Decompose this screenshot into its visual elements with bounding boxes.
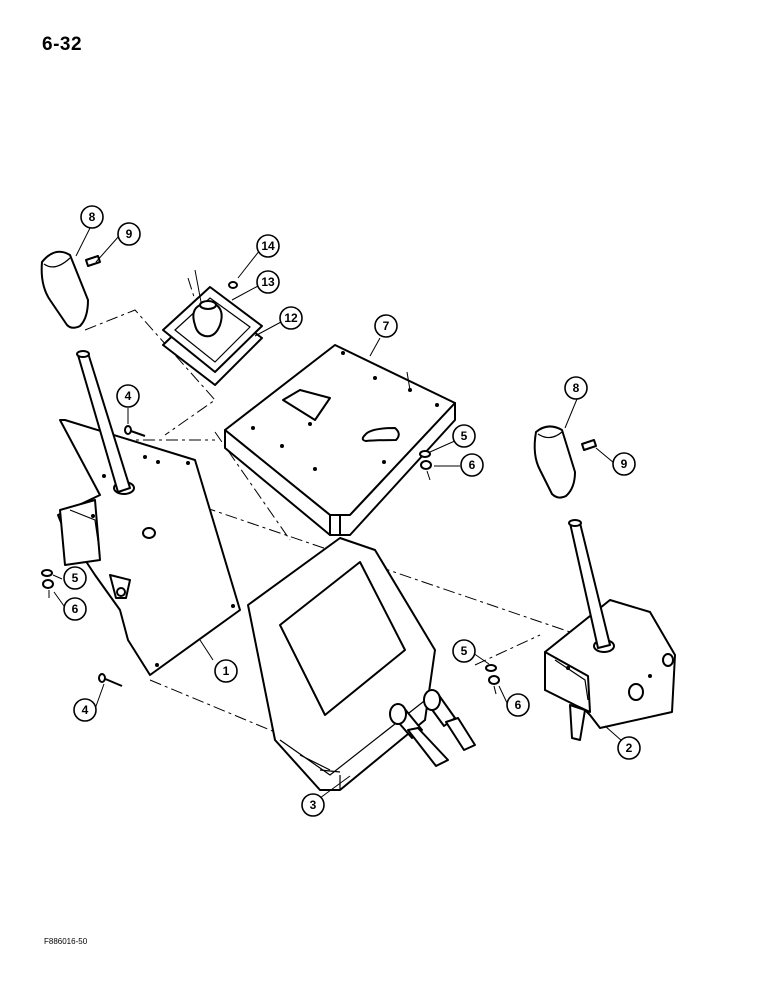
page-number: 6-32: [42, 34, 83, 55]
callout-2-label: 2: [626, 741, 633, 755]
callout-8-left: 8: [80, 205, 104, 229]
callout-8-right: 8: [564, 376, 588, 400]
top-plate: [224, 344, 456, 536]
callout-4-upper-label: 4: [125, 389, 132, 403]
callout-4-lower-label: 4: [82, 703, 89, 717]
callout-5-top-plate-label: 5: [461, 429, 468, 443]
left-knob-set-screw: [85, 255, 101, 267]
callout-3-label: 3: [310, 798, 317, 812]
callout-4-lower: 4: [73, 698, 97, 722]
callout-9-right: 9: [612, 452, 636, 476]
callout-5-left: 5: [63, 566, 87, 590]
left-control-lever: [76, 350, 131, 493]
washer-nut-right: [485, 664, 500, 695]
right-mounting-bracket: [544, 599, 676, 741]
callout-7: 7: [374, 314, 398, 338]
callout-13-label: 13: [261, 275, 275, 289]
callout-leaders: [52, 227, 623, 799]
callout-14-label: 14: [261, 239, 275, 253]
bolt-upper-left: [124, 425, 146, 437]
right-control-lever: [568, 519, 611, 649]
callout-5-left-label: 5: [72, 571, 79, 585]
callout-5-right-label: 5: [461, 644, 468, 658]
callout-12: 12: [279, 306, 303, 330]
callout-13: 13: [256, 270, 280, 294]
left-mounting-bracket: [57, 419, 241, 676]
callout-5-top-plate: 5: [452, 424, 476, 448]
callout-3: 3: [301, 793, 325, 817]
callout-5-right: 5: [452, 639, 476, 663]
callout-2: 2: [617, 736, 641, 760]
callout-6-right: 6: [506, 693, 530, 717]
right-lever-knob: [533, 425, 576, 499]
callout-14: 14: [256, 234, 280, 258]
washer-nut-left: [41, 569, 54, 598]
callout-6-left-label: 6: [72, 602, 79, 616]
callout-4-upper: 4: [116, 384, 140, 408]
callout-12-label: 12: [284, 311, 298, 325]
callout-1: 1: [214, 659, 238, 683]
callout-6-right-label: 6: [515, 698, 522, 712]
right-knob-set-screw: [581, 439, 597, 451]
washer-nut-top-plate: [419, 450, 432, 481]
callout-6-left: 6: [63, 597, 87, 621]
callout-8-left-label: 8: [89, 210, 96, 224]
callout-1-label: 1: [223, 664, 230, 678]
callout-9-left: 9: [117, 222, 141, 246]
callout-7-label: 7: [383, 319, 390, 333]
callout-6-top-plate-label: 6: [469, 458, 476, 472]
callout-8-right-label: 8: [573, 381, 580, 395]
callout-9-left-label: 9: [126, 227, 133, 241]
console-cover: [247, 537, 476, 791]
shift-boot-plate-assembly: [162, 269, 263, 386]
left-lever-knob: [40, 250, 89, 329]
bolt-lower-left: [98, 673, 123, 687]
figure-code: F886016-50: [44, 937, 88, 946]
callout-6-top-plate: 6: [460, 453, 484, 477]
callout-9-right-label: 9: [621, 457, 628, 471]
boot-retaining-nut: [228, 281, 238, 289]
